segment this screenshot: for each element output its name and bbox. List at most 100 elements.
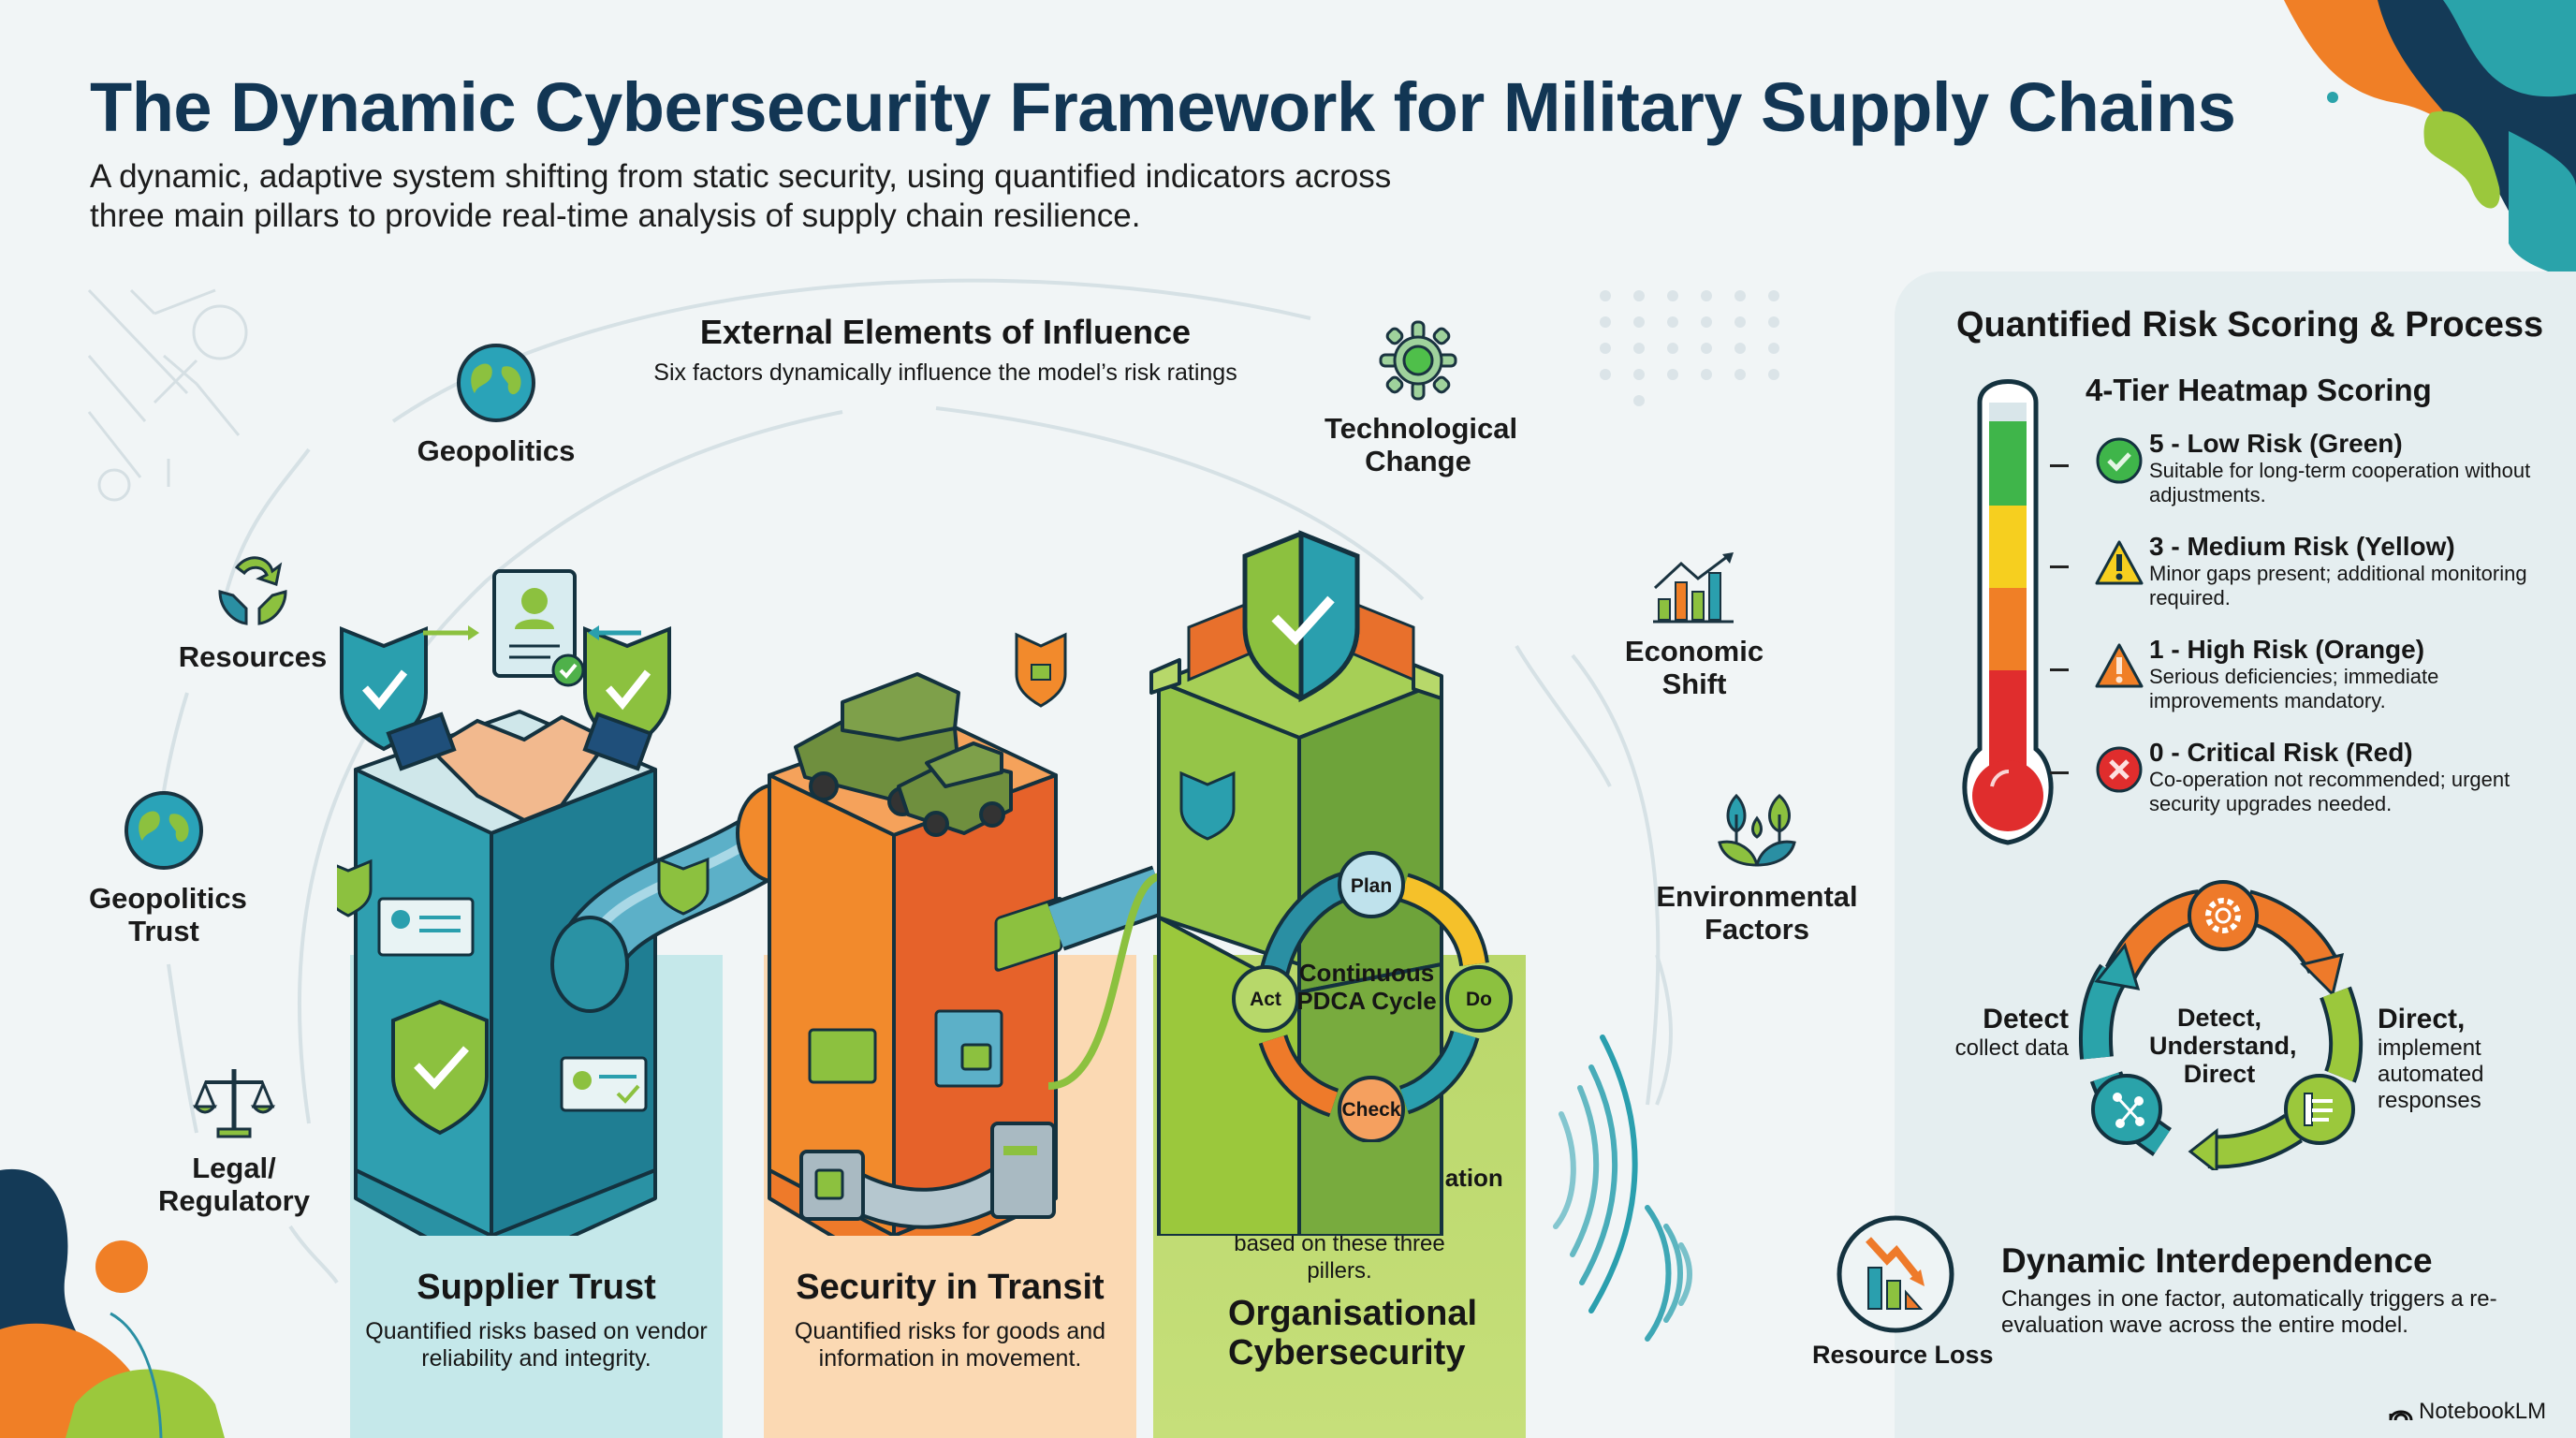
- brand-label: NotebookLM: [2419, 1399, 2547, 1424]
- interdependence-title: Dynamic Interdependence: [2001, 1241, 2433, 1280]
- resource-loss-icon: [1837, 1215, 1954, 1333]
- thermo-tick: [2050, 771, 2069, 774]
- pdca-check-node: [1338, 1076, 1405, 1142]
- detect-understand-direct-cycle: [2078, 880, 2364, 1170]
- data-network-icon: [2091, 1074, 2162, 1145]
- tier-label: 5 - Low Risk (Green): [2149, 429, 2403, 458]
- tier-label: 1 - High Risk (Orange): [2149, 635, 2425, 664]
- warning-triangle-icon: [2095, 643, 2144, 688]
- tier-description: Co-operation not recommended; urgent sec…: [2149, 768, 2510, 815]
- external-influence-title: External Elements of Influence: [699, 313, 1192, 351]
- shield-check-icon: [1242, 530, 1360, 703]
- factor-label: Legal/ Regulatory: [158, 1152, 310, 1217]
- pdca-plan-label: Plan: [1350, 875, 1393, 897]
- pdca-plan-node: [1338, 851, 1405, 918]
- deco-blob-green: [2423, 110, 2500, 209]
- data-pipe: [550, 783, 818, 1013]
- resource-loss-label: Resource Loss: [1812, 1341, 1994, 1369]
- pillar-title: Organisational Cybersecurity: [1228, 1294, 1478, 1372]
- pillars-illustration: [337, 530, 1443, 1236]
- thermo-segment-yellow: [1989, 506, 2027, 588]
- deco-geometric-lines: [87, 288, 248, 502]
- pdca-check-label: Check: [1341, 1099, 1401, 1121]
- factor-environmental: Environmental Factors: [1640, 786, 1874, 946]
- globe-icon: [457, 344, 535, 422]
- pillar-description: Quantified risks based on vendor reliabi…: [365, 1318, 708, 1372]
- ddd-center-label: Detect, Understand, Direct: [2149, 1004, 2297, 1088]
- tier-description: Suitable for long-term cooperation witho…: [2149, 459, 2531, 506]
- factor-geopolitics: Geopolitics: [393, 341, 599, 467]
- firewall-brick-icon: [1187, 598, 1415, 682]
- notebooklm-brand: NotebookLM: [2389, 1399, 2546, 1425]
- supplier-id-card-icon: [492, 569, 585, 687]
- factor-resources: Resources: [159, 547, 346, 673]
- shield-check-icon: [340, 626, 671, 752]
- tier-label: 0 - Critical Risk (Red): [2149, 738, 2413, 767]
- pdca-cycle-diagram: [1232, 851, 1513, 1142]
- ddd-direct-sub: implement automated responses: [2378, 1035, 2484, 1113]
- factor-label: Economic Shift: [1624, 635, 1764, 700]
- thermo-segment-green: [1989, 421, 2027, 506]
- ddd-detect-title: Detect: [1983, 1004, 2069, 1034]
- ddd-detect-step: Detect collect data: [1928, 1004, 2069, 1062]
- notebooklm-logo-icon: [2389, 1410, 2413, 1421]
- pillar-title: Security in Transit: [796, 1268, 1105, 1307]
- tier-description: Serious deficiencies; immediate improvem…: [2149, 665, 2439, 712]
- gear-icon: [1379, 320, 1457, 401]
- secure-pipe-lower: [799, 1122, 1056, 1229]
- external-influence-subtitle: Six factors dynamically influence the mo…: [653, 360, 1237, 386]
- globe-icon: [124, 791, 203, 870]
- factor-label: Geopolitics: [417, 434, 576, 467]
- deco-dot-grid: [1600, 290, 1779, 406]
- scales-icon: [192, 1069, 276, 1138]
- pillar-description: Quantified risks for goods and informati…: [794, 1318, 1106, 1372]
- tier-high-risk: 1 - High Risk (Orange) Serious deficienc…: [2095, 635, 2561, 713]
- thermometer-icon: [1962, 379, 2054, 845]
- heatmap-title: 4-Tier Heatmap Scoring: [2086, 373, 2432, 407]
- handshake-icon: [386, 712, 653, 823]
- tier-medium-risk: 3 - Medium Risk (Yellow) Minor gaps pres…: [2095, 532, 2561, 610]
- factor-label: Resources: [178, 640, 328, 673]
- thermo-tick: [2050, 668, 2069, 671]
- thermo-tick: [2050, 565, 2069, 568]
- lock-shield-icon: [1015, 632, 1067, 708]
- pdca-center-label: Continuous PDCA Cycle: [1296, 959, 1437, 1015]
- interdependence-description: Changes in one factor, automatically tri…: [2001, 1286, 2497, 1338]
- tier-description: Minor gaps present; additional monitorin…: [2149, 562, 2527, 609]
- external-influence-header: External Elements of Influence Six facto…: [599, 313, 1292, 387]
- supplier-profile-card-icon: [337, 858, 648, 1136]
- thermo-segment-red: [1989, 670, 2027, 768]
- recycle-hands-icon: [218, 556, 287, 625]
- page-subtitle: A dynamic, adaptive system shifting from…: [90, 158, 1392, 234]
- ddd-direct-step: Direct, implement automated responses: [2378, 1004, 2490, 1114]
- server-lock-icon: [934, 1009, 1003, 1088]
- gear-icon: [2188, 880, 2259, 951]
- factor-label: Technological Change: [1325, 412, 1518, 477]
- pdca-do-node: [1445, 965, 1513, 1033]
- factor-economic-shift: Economic Shift: [1610, 550, 1778, 700]
- folder-icon: [808, 1028, 877, 1084]
- signal-wave-icon: [1553, 1034, 1692, 1342]
- pillar-title: Supplier Trust: [417, 1268, 656, 1307]
- pdca-act-node: [1232, 965, 1299, 1033]
- deco-blob-teal: [2443, 0, 2576, 97]
- military-vehicle-icon: [794, 672, 1013, 837]
- tier-critical-risk: 0 - Critical Risk (Red) Co-operation not…: [2096, 738, 2561, 816]
- thermo-tick: [2050, 464, 2069, 467]
- factor-geopolitics-trust: Geopolitics Trust: [56, 788, 271, 947]
- tier-label: 3 - Medium Risk (Yellow): [2149, 532, 2455, 561]
- leaf-trees-icon: [1718, 793, 1796, 867]
- tower-small-shield-icon: [1179, 770, 1236, 841]
- factor-technological-change: Technological Change: [1310, 318, 1526, 477]
- factor-label: Environmental Factors: [1656, 880, 1858, 946]
- page-title: The Dynamic Cybersecurity Framework for …: [90, 68, 2236, 146]
- tier-low-risk: 5 - Low Risk (Green) Suitable for long-t…: [2096, 429, 2561, 507]
- risk-panel-title: Quantified Risk Scoring & Process: [1956, 305, 2544, 345]
- deco-dot-orange: [95, 1240, 148, 1293]
- bar-chart-icon: [1653, 552, 1734, 624]
- ddd-direct-title: Direct,: [2378, 1004, 2466, 1034]
- arrow-exchange-icon: [423, 625, 641, 640]
- thermo-segment-orange: [1989, 588, 2027, 670]
- pdca-act-label: Act: [1250, 989, 1281, 1010]
